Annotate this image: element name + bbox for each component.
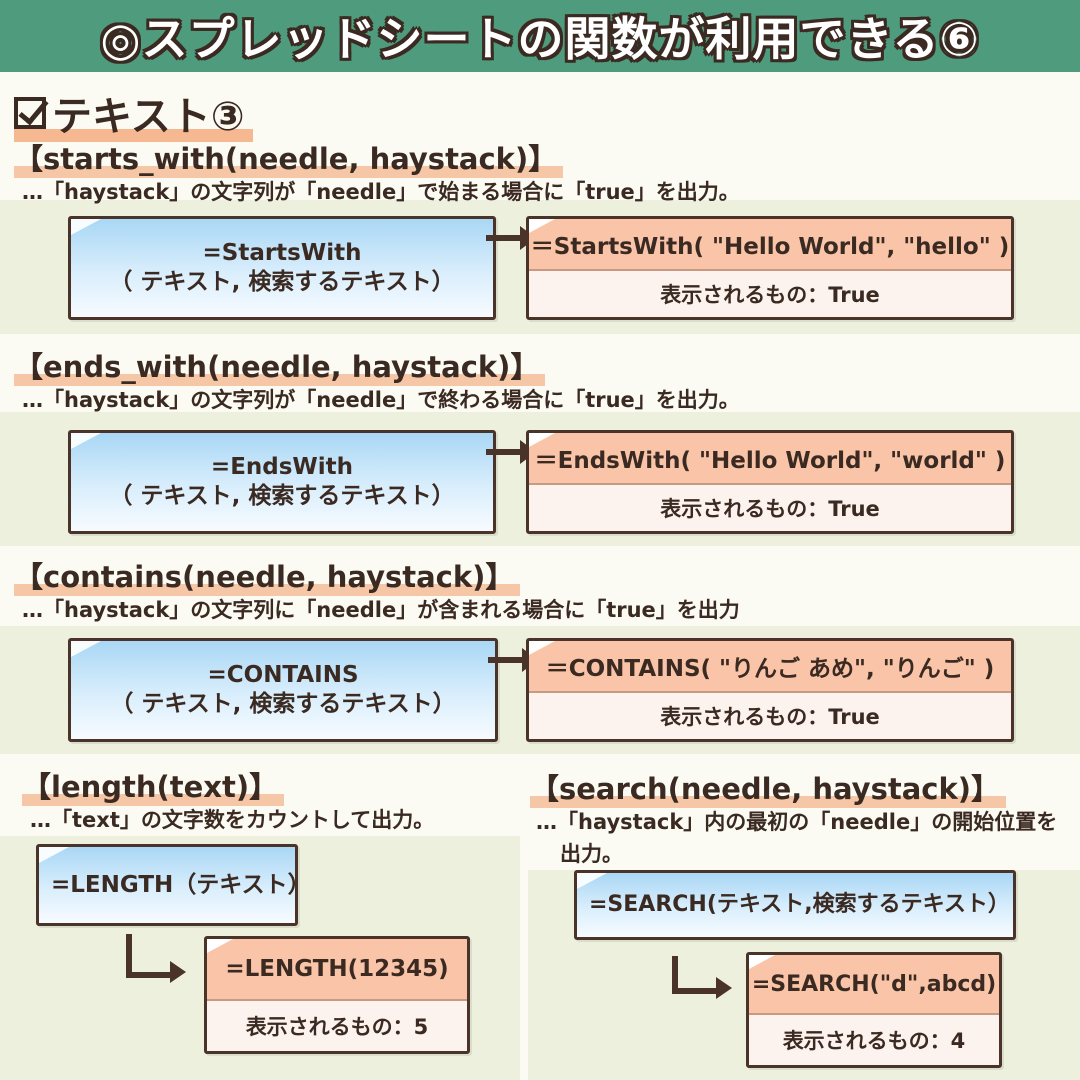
function-heading: 【contains(needle, haystack)】 — [14, 554, 521, 596]
syntax-box: =EndsWith （ テキスト, 検索するテキスト） — [68, 430, 496, 534]
function-heading: 【search(needle, haystack)】 — [530, 766, 1007, 808]
syntax-box: =SEARCH(テキスト,検索するテキスト） — [574, 870, 1016, 940]
example-result: 表示されるもの：True — [660, 705, 880, 729]
function-description: …「haystack」の文字列が「needle」で終わる場合に「true」を出力… — [22, 388, 740, 412]
section-label: テキスト③ — [14, 84, 253, 142]
example-box: =SEARCH("d",abcd) 表示されるもの：4 — [746, 952, 1002, 1068]
syntax-box: =CONTAINS （ テキスト, 検索するテキスト） — [68, 638, 498, 742]
example-formula: ＝CONTAINS( "りんご あめ", "りんご" ) — [529, 641, 1011, 693]
syntax-name: =CONTAINS — [207, 662, 359, 689]
function-description: …「text」の文字数をカウントして出力。 — [30, 808, 435, 832]
function-heading: 【length(text)】 — [22, 764, 285, 806]
example-box: ＝StartsWith( "Hello World", "hello" ) 表示… — [526, 216, 1014, 320]
syntax-args: （ テキスト, 検索するテキスト） — [110, 691, 456, 717]
title-banner: ◎スプレッドシートの関数が利用できる⑥ — [0, 0, 1080, 72]
example-box: ＝EndsWith( "Hello World", "world" ) 表示され… — [526, 430, 1014, 534]
syntax-name: =LENGTH（テキスト） — [51, 871, 298, 898]
example-formula: ＝StartsWith( "Hello World", "hello" ) — [529, 219, 1011, 271]
section-label-text: テキスト③ — [52, 94, 245, 140]
function-heading: 【starts_with(needle, haystack)】 — [14, 136, 564, 178]
arrow-right-icon — [486, 226, 536, 250]
checkbox-icon — [14, 97, 46, 129]
syntax-name: =StartsWith — [202, 240, 362, 267]
function-description: …「haystack」の文字列に「needle」が含まれる場合に「true」を出… — [22, 598, 740, 622]
arrow-elbow-icon — [126, 934, 170, 978]
example-result: 表示されるもの：True — [660, 283, 880, 307]
example-box: =LENGTH(12345) 表示されるもの：5 — [204, 936, 470, 1054]
syntax-args: （ テキスト, 検索するテキスト） — [109, 269, 455, 295]
example-result: 表示されるもの：4 — [782, 1029, 966, 1053]
function-description-cont: 出力。 — [560, 842, 623, 866]
function-description: …「haystack」内の最初の「needle」の開始位置を — [536, 810, 1058, 834]
example-result: 表示されるもの：5 — [245, 1015, 429, 1039]
syntax-name: =SEARCH(テキスト,検索するテキスト） — [589, 892, 1010, 918]
example-formula: =SEARCH("d",abcd) — [749, 955, 999, 1015]
example-result: 表示されるもの：True — [660, 497, 880, 521]
example-box: ＝CONTAINS( "りんご あめ", "りんご" ) 表示されるもの：Tru… — [526, 638, 1014, 742]
example-formula: ＝EndsWith( "Hello World", "world" ) — [529, 433, 1011, 485]
syntax-box: =LENGTH（テキスト） — [36, 844, 298, 926]
syntax-name: =EndsWith — [210, 454, 354, 481]
syntax-args: （ テキスト, 検索するテキスト） — [109, 483, 455, 509]
page-title: ◎スプレッドシートの関数が利用できる⑥ — [100, 12, 980, 66]
arrow-right-icon — [486, 440, 536, 464]
function-heading: 【ends_with(needle, haystack)】 — [14, 344, 546, 386]
syntax-box: =StartsWith （ テキスト, 検索するテキスト） — [68, 216, 496, 320]
arrow-head-icon — [716, 977, 732, 999]
example-formula: =LENGTH(12345) — [207, 939, 467, 1001]
arrow-head-icon — [170, 961, 186, 983]
function-description: …「haystack」の文字列が「needle」で始まる場合に「true」を出力… — [22, 180, 740, 204]
arrow-elbow-icon — [672, 956, 716, 994]
arrow-right-icon — [488, 648, 538, 672]
